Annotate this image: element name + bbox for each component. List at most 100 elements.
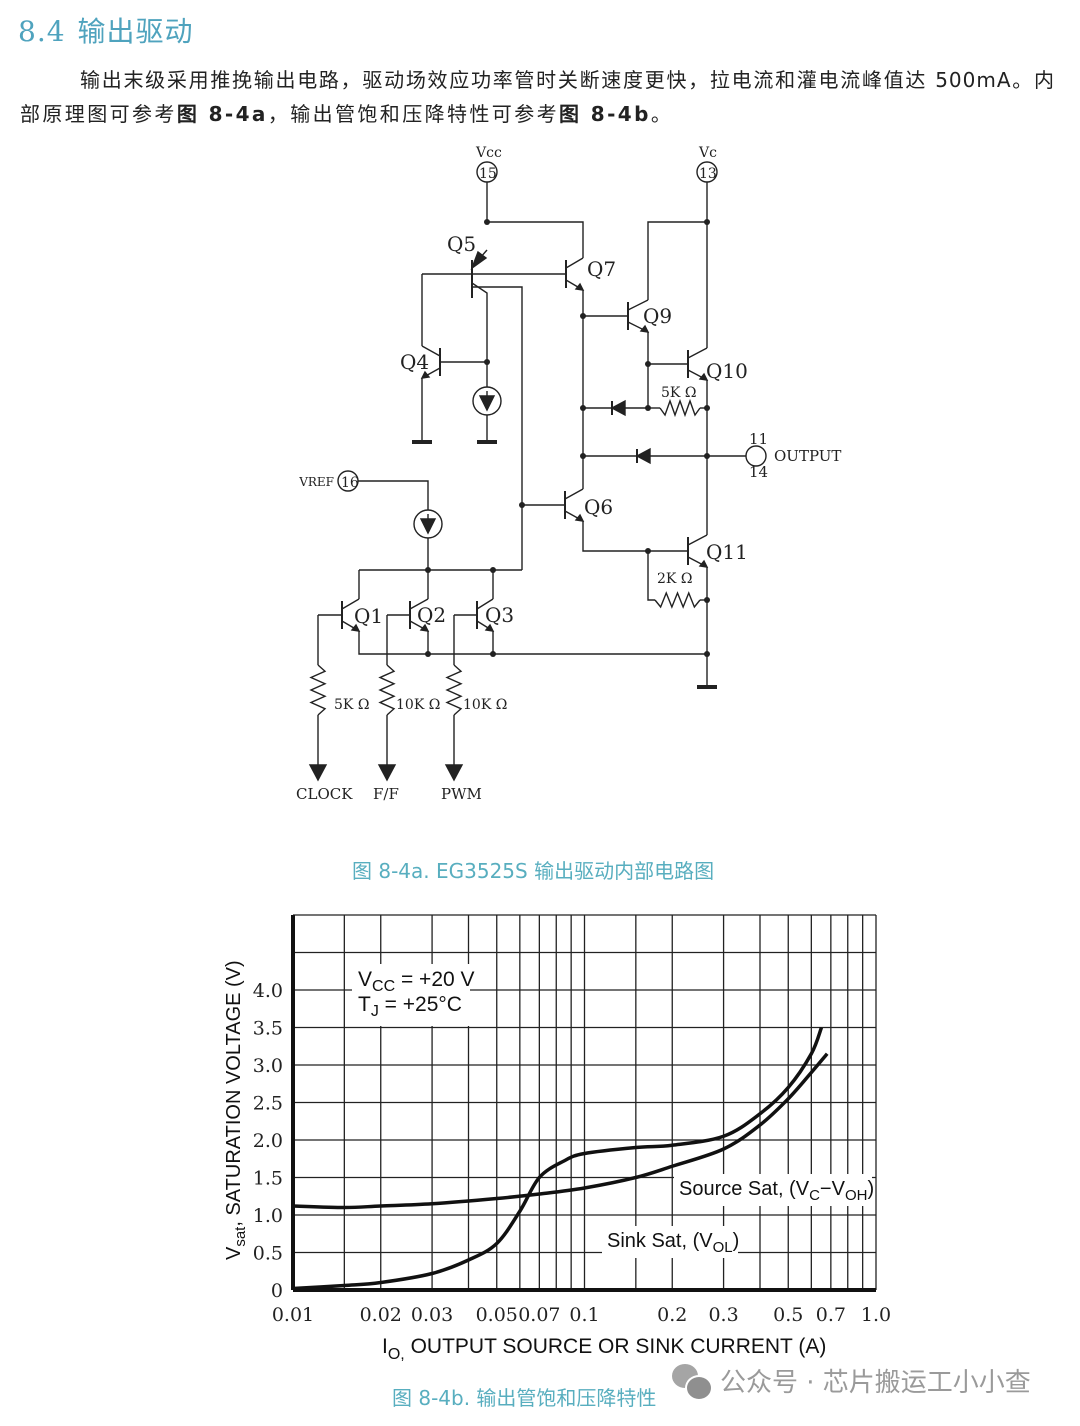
collector [565,257,584,269]
q2-transistor-symbol [409,598,430,632]
watermark: 公众号 · 芯片搬运工小小查 [672,1362,1031,1401]
x-tick-label: 0.2 [657,1304,687,1326]
junction-dot [484,359,490,365]
figure-caption-8-4b: 图 8-4b. 输出管饱和压降特性 [392,1386,657,1410]
vc-label: Vc [698,145,717,161]
section-title: 输出驱动 [77,15,194,48]
y-tick-label: 0 [271,1280,283,1302]
text: ，输出管饱和压降特性可参考 [267,102,560,126]
junction-dot [704,651,710,657]
q5-label: Q5 [447,232,476,256]
junction-dot [425,651,431,657]
emitter-arrow-icon [350,623,361,632]
diode-icon [610,399,626,417]
vref-pin-number: 16 [341,475,359,491]
clock-input-label: CLOCK [296,785,353,803]
pin-circle-icon [696,161,718,183]
q1-label: Q1 [354,604,383,628]
junction-dot [490,567,496,573]
source-sat-curve [292,1052,829,1210]
q2-label: Q2 [417,603,446,627]
y-tick-label: 1.0 [253,1205,283,1227]
x-tick-label: 0.7 [816,1304,846,1326]
emitter-arrow-icon [470,250,488,270]
x-tick-label: 0.07 [518,1304,560,1326]
x-tick-label: 0.5 [773,1304,803,1326]
pin-circle-icon [337,470,359,492]
annotation-vcc: VCC = +20 V [358,968,475,995]
junction-dot [645,548,651,554]
emitter-arrow-icon [419,623,430,632]
annotation-tj: TJ = +25°C [358,993,462,1020]
q4-transistor-symbol [420,345,441,379]
junction-dot [645,405,651,411]
junction-dot [484,219,490,225]
output-pin-11: 11 [749,430,768,448]
vcc-label: Vcc [475,145,502,161]
collector [687,534,708,546]
vc-pin-number: 13 [699,166,717,182]
sink-sat-curve [292,1026,824,1291]
q5-transistor-symbol [470,249,488,298]
wires [317,182,746,765]
collector [687,347,708,359]
junction-dot [580,453,586,459]
q11-label: Q11 [706,540,748,564]
q11-transistor-symbol [687,534,709,568]
resistor-2k-icon [654,591,701,609]
q9-transistor-symbol [627,299,650,333]
y-axis-title: Vsat, SATURATION VOLTAGE (V) [223,960,249,1260]
wire [472,286,523,570]
input-arrow-icon [377,764,397,782]
junction-dot [425,567,431,573]
wire [647,221,707,300]
text: 。 [650,102,674,126]
wire [486,182,584,258]
figure-ref-8-4b: 图 8-4b [559,102,651,126]
diode-triangle [610,399,626,417]
output-pin-icon [745,445,767,467]
text: 部原理图可参考 [20,102,177,126]
vcc-pin-number: 15 [479,166,497,182]
y-tick-label: 2.5 [253,1093,283,1115]
wire [647,551,655,601]
watermark-text: 公众号 · 芯片搬运工小小查 [720,1368,1031,1398]
junction-dot [704,405,710,411]
y-tick-label: 3.0 [253,1055,283,1077]
wire [471,282,488,387]
wire [582,521,688,552]
emitter-arrow-icon [484,623,495,632]
wire [358,480,429,510]
q10-transistor-symbol [687,347,709,381]
emitter-arrow-icon [639,324,650,333]
resistor-pwm-icon [445,664,463,716]
junction-dot [704,453,710,459]
resistor-ff-icon [378,664,396,716]
junction-dot [704,597,710,603]
resistor-5k-label: 5K Ω [661,385,696,401]
arrow-down-icon [419,518,437,535]
figure-ref-8-4a: 图 8-4a [176,102,268,126]
x-tick-label: 1.0 [861,1304,891,1326]
vref-label: VREF [298,475,334,489]
collector [476,598,494,610]
series-label-sink-sat: Sink Sat, (VOL) [607,1230,739,1256]
q1-transistor-symbol [341,598,361,632]
q3-transistor-symbol [476,598,495,632]
components [308,161,767,782]
collector [627,299,649,311]
resistor-clock-label: 5K Ω [334,697,369,713]
y-tick-label: 1.5 [253,1168,283,1190]
y-tick-label: 4.0 [253,980,283,1002]
x-tick-label: 0.1 [569,1304,599,1326]
q6-transistor-symbol [564,488,585,522]
current-source-icon [413,509,443,539]
input-arrow-icon [444,764,464,782]
output-label: OUTPUT [774,447,841,465]
input-arrow-icon [308,764,328,782]
q6-label: Q6 [584,495,613,519]
junction-dot [580,313,586,319]
paragraph-line-2: 部原理图可参考图 8-4a，输出管饱和压降特性可参考图 8-4b。 [20,98,673,127]
